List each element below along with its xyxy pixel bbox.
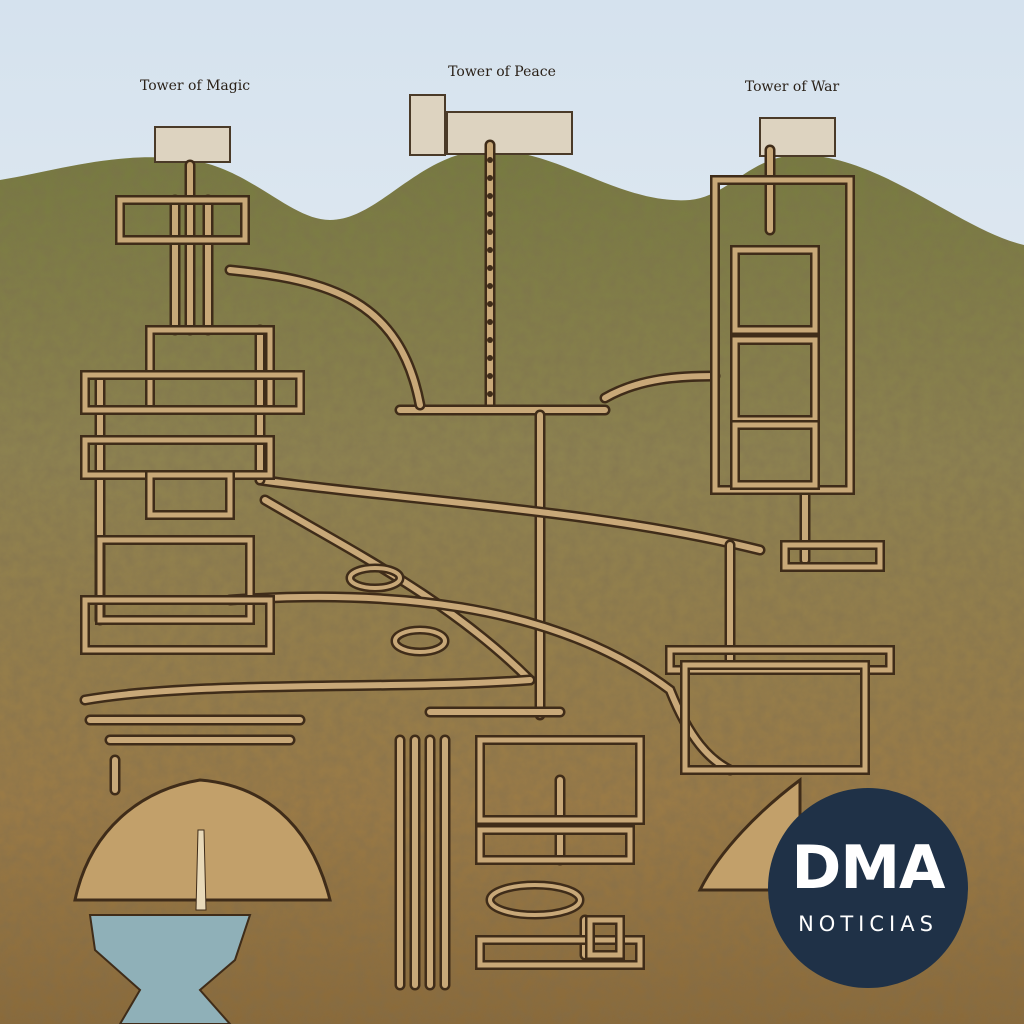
chamber	[682, 662, 868, 773]
chamber	[477, 737, 643, 823]
tunnel	[227, 267, 423, 408]
chamber	[782, 542, 883, 570]
tower-ruin	[446, 111, 573, 155]
chamber	[82, 597, 273, 653]
chamber	[147, 472, 233, 518]
logo-subtitle: NOTICIAS	[798, 912, 938, 936]
underground-water	[88, 914, 252, 1024]
ladder-rung	[487, 337, 493, 343]
chamber	[477, 827, 633, 863]
chamber	[732, 422, 818, 488]
ladder-rung	[487, 211, 493, 217]
ladder-rung	[487, 283, 493, 289]
ladder-rung	[487, 193, 493, 199]
ladder-rung	[487, 247, 493, 253]
ladder-rung	[487, 319, 493, 325]
ladder-rung	[487, 229, 493, 235]
loop-tunnel-inner	[348, 566, 402, 590]
ladder-rung	[487, 157, 493, 163]
chamber	[587, 917, 623, 958]
chamber	[82, 372, 303, 413]
label-tower-of-magic: Tower of Magic	[139, 78, 251, 94]
ladder-rung	[487, 373, 493, 379]
ladder-rung	[487, 301, 493, 307]
tower-ruin	[154, 126, 231, 163]
logo-title: DMA	[791, 833, 946, 903]
label-tower-of-peace: Tower of Peace	[448, 64, 556, 80]
tunnel	[257, 477, 763, 553]
dma-noticias-logo: DMA NOTICIAS	[768, 788, 968, 988]
tunnel	[602, 373, 718, 401]
ladder-rung	[487, 175, 493, 181]
loop-tunnel-inner	[393, 628, 447, 654]
chamber	[97, 537, 253, 623]
label-tower-of-war: Tower of War	[744, 79, 840, 95]
ladder-rung	[487, 355, 493, 361]
tunnel	[82, 677, 533, 703]
ladder-rung	[487, 391, 493, 397]
chamber	[117, 197, 248, 243]
chamber	[477, 937, 643, 968]
obelisk	[195, 829, 207, 911]
tunnel	[227, 593, 733, 773]
chamber	[732, 247, 818, 333]
loop-tunnel-inner	[488, 883, 582, 917]
tower-ruin	[409, 94, 446, 156]
ladder-rung	[487, 265, 493, 271]
